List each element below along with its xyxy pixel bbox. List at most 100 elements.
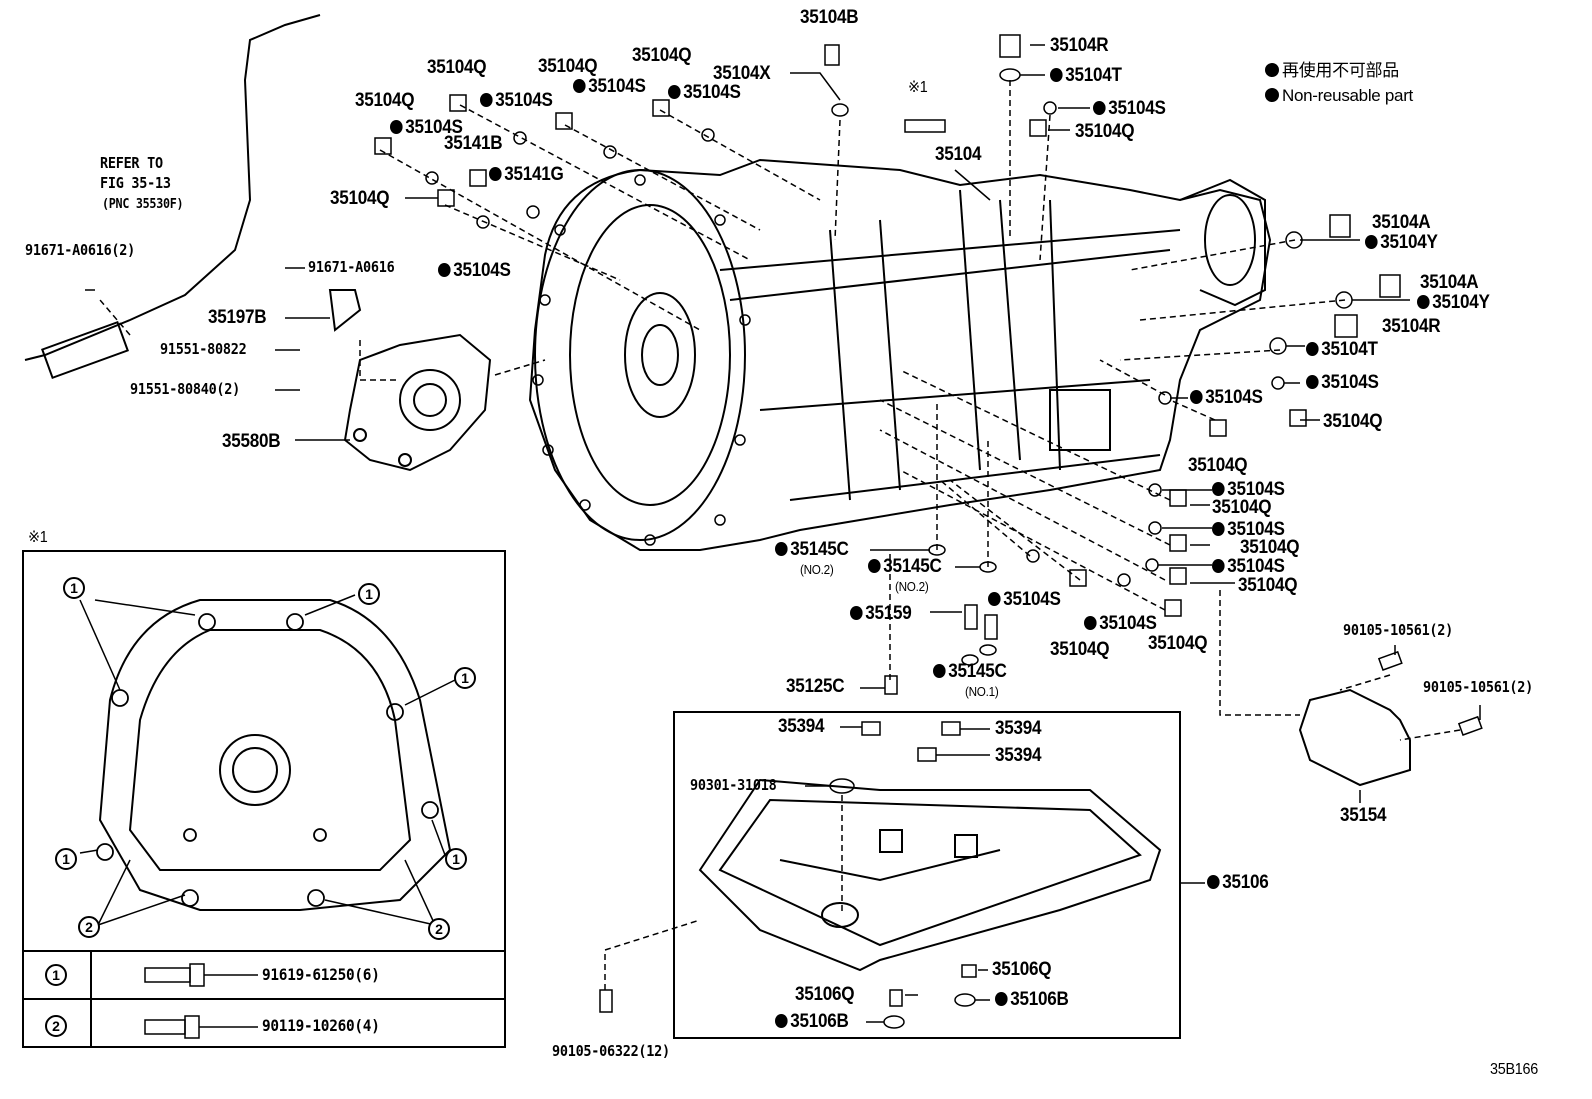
callout-text: 35104S [495, 90, 553, 111]
callout-90105-10561-2: 90105-10561(2) [1343, 621, 1454, 639]
legend-jp-text: 再使用不可部品 [1282, 61, 1399, 80]
table-circle-2: 2 [45, 1015, 67, 1037]
callout-35104T: 35104T [1306, 340, 1378, 359]
filled-dot-icon [1365, 235, 1378, 249]
callout-35197B: 35197B [208, 307, 267, 328]
mount-35154 [1298, 688, 1411, 787]
callout-35104S: 35104S [1212, 480, 1285, 499]
callout-text: 35104Y [1380, 232, 1438, 253]
filled-dot-icon [775, 542, 788, 556]
callout-35104R: 35104R [1382, 316, 1441, 337]
callout-text: 35104S [405, 117, 463, 138]
filled-dot-icon [775, 1014, 788, 1028]
callout-text: 35104T [1321, 339, 1378, 360]
callout-35104S: 35104S [1212, 557, 1285, 576]
callout-35104S: 35104S [573, 77, 646, 96]
circle-2-label: 2 [428, 918, 450, 940]
filled-dot-icon [1417, 295, 1430, 309]
callout-35104Q: 35104Q [427, 57, 487, 78]
callout-35125C: 35125C [786, 676, 845, 697]
callout-text: 35145C [790, 539, 849, 560]
callout-35394: 35394 [995, 718, 1042, 739]
callout-35104S: 35104S [1306, 373, 1379, 392]
bolt-2-part-number: 90119-10260(4) [262, 1016, 380, 1035]
legend-jp: 再使用不可部品 [1265, 62, 1399, 79]
filled-dot-icon [1212, 522, 1225, 536]
callout-text: 35104Y [1432, 292, 1490, 313]
callout-35145C: 35145C [868, 557, 942, 576]
callout-text: 35104T [1065, 65, 1122, 86]
filled-dot-icon [573, 79, 586, 93]
callout-35104S: 35104S [668, 83, 741, 102]
circle-2-label: 2 [78, 916, 100, 938]
callout-35104Q: 35104Q [355, 90, 415, 111]
callout-35104Q: 35104Q [1240, 537, 1300, 558]
callout-35104S: 35104S [1190, 388, 1263, 407]
filled-dot-icon [1190, 390, 1203, 404]
bell-housing [534, 169, 746, 541]
callout-35104Q: 35104Q [1323, 411, 1383, 432]
legend-en: Non-reusable part [1265, 87, 1413, 104]
callout-35104S: 35104S [1093, 99, 1166, 118]
callout-35145C: 35145C [933, 662, 1007, 681]
callout-35104S: 35104S [390, 118, 463, 137]
callout-35104S: 35104S [1084, 614, 1157, 633]
callout-35104Q: 35104Q [1188, 455, 1248, 476]
callout-text: 35145C [948, 661, 1007, 682]
inset-bell-housing [98, 599, 452, 911]
filled-dot-icon [1050, 68, 1063, 82]
filled-dot-icon [850, 606, 863, 620]
callout-35104Q: 35104Q [1148, 633, 1208, 654]
callout-35159: 35159 [850, 604, 912, 623]
callout-90105-10561-2: 90105-10561(2) [1423, 678, 1534, 696]
circle-1-label: 1 [55, 848, 77, 870]
circle-1-label: 1 [358, 583, 380, 605]
filled-dot-icon [1265, 88, 1279, 102]
callout-90301-31018: 90301-31018 [690, 776, 777, 794]
legend-en-text: Non-reusable part [1282, 86, 1413, 105]
callout-text: 35104S [683, 82, 741, 103]
bolt-1-part-number: 91619-61250(6) [262, 965, 380, 984]
filled-dot-icon [988, 592, 1001, 606]
callout-text: 35104S [1321, 372, 1379, 393]
callout-35104Q: 35104Q [1238, 575, 1298, 596]
filled-dot-icon [868, 559, 881, 573]
callout-text: 35104S [1227, 479, 1285, 500]
callout-35394: 35394 [778, 716, 825, 737]
callout-text: 35104S [1227, 556, 1285, 577]
transmission-case [528, 158, 1272, 551]
callout-text: 35104S [1205, 387, 1263, 408]
callout-35106B: 35106B [995, 990, 1069, 1009]
callout-35104T: 35104T [1050, 66, 1122, 85]
callout-35580B: 35580B [222, 431, 281, 452]
callout-91551-80840-2: 91551-80840(2) [130, 380, 241, 398]
callout-35145C: 35145C [775, 540, 849, 559]
callout-35104S: 35104S [480, 91, 553, 110]
oil-pan [698, 778, 1162, 972]
callout-note-no1: (NO.1) [965, 684, 999, 699]
callout-text: 35106B [790, 1011, 849, 1032]
callout-35104A: 35104A [1420, 272, 1479, 293]
callout-35104A: 35104A [1372, 212, 1431, 233]
callout-90105-06322-12: 90105-06322(12) [552, 1042, 670, 1060]
callout-35106Q: 35106Q [992, 959, 1052, 980]
callout-text: 35145C [883, 556, 942, 577]
refer-note-line3: (PNC 35530F) [102, 197, 184, 212]
callout-35104Q: 35104Q [1075, 121, 1135, 142]
callout-35141G: 35141G [489, 165, 564, 184]
circle-1-label: 1 [454, 667, 476, 689]
filled-dot-icon [1212, 482, 1225, 496]
circle-1-label: 1 [63, 577, 85, 599]
callout-35104R: 35104R [1050, 35, 1109, 56]
table-circle-1: 1 [45, 964, 67, 986]
inset-table-top-line [22, 950, 506, 952]
refer-note-line2: FIG 35-13 [100, 174, 171, 192]
filled-dot-icon [1212, 559, 1225, 573]
callout-35104Q: 35104Q [538, 56, 598, 77]
callout-35104X: 35104X [713, 63, 771, 84]
callout-text: 35104S [588, 76, 646, 97]
inset-table-col-line [90, 950, 92, 1048]
callout-35104Q: 35104Q [1050, 639, 1110, 660]
callout-35394: 35394 [995, 745, 1042, 766]
actuator-35580B [343, 333, 492, 472]
